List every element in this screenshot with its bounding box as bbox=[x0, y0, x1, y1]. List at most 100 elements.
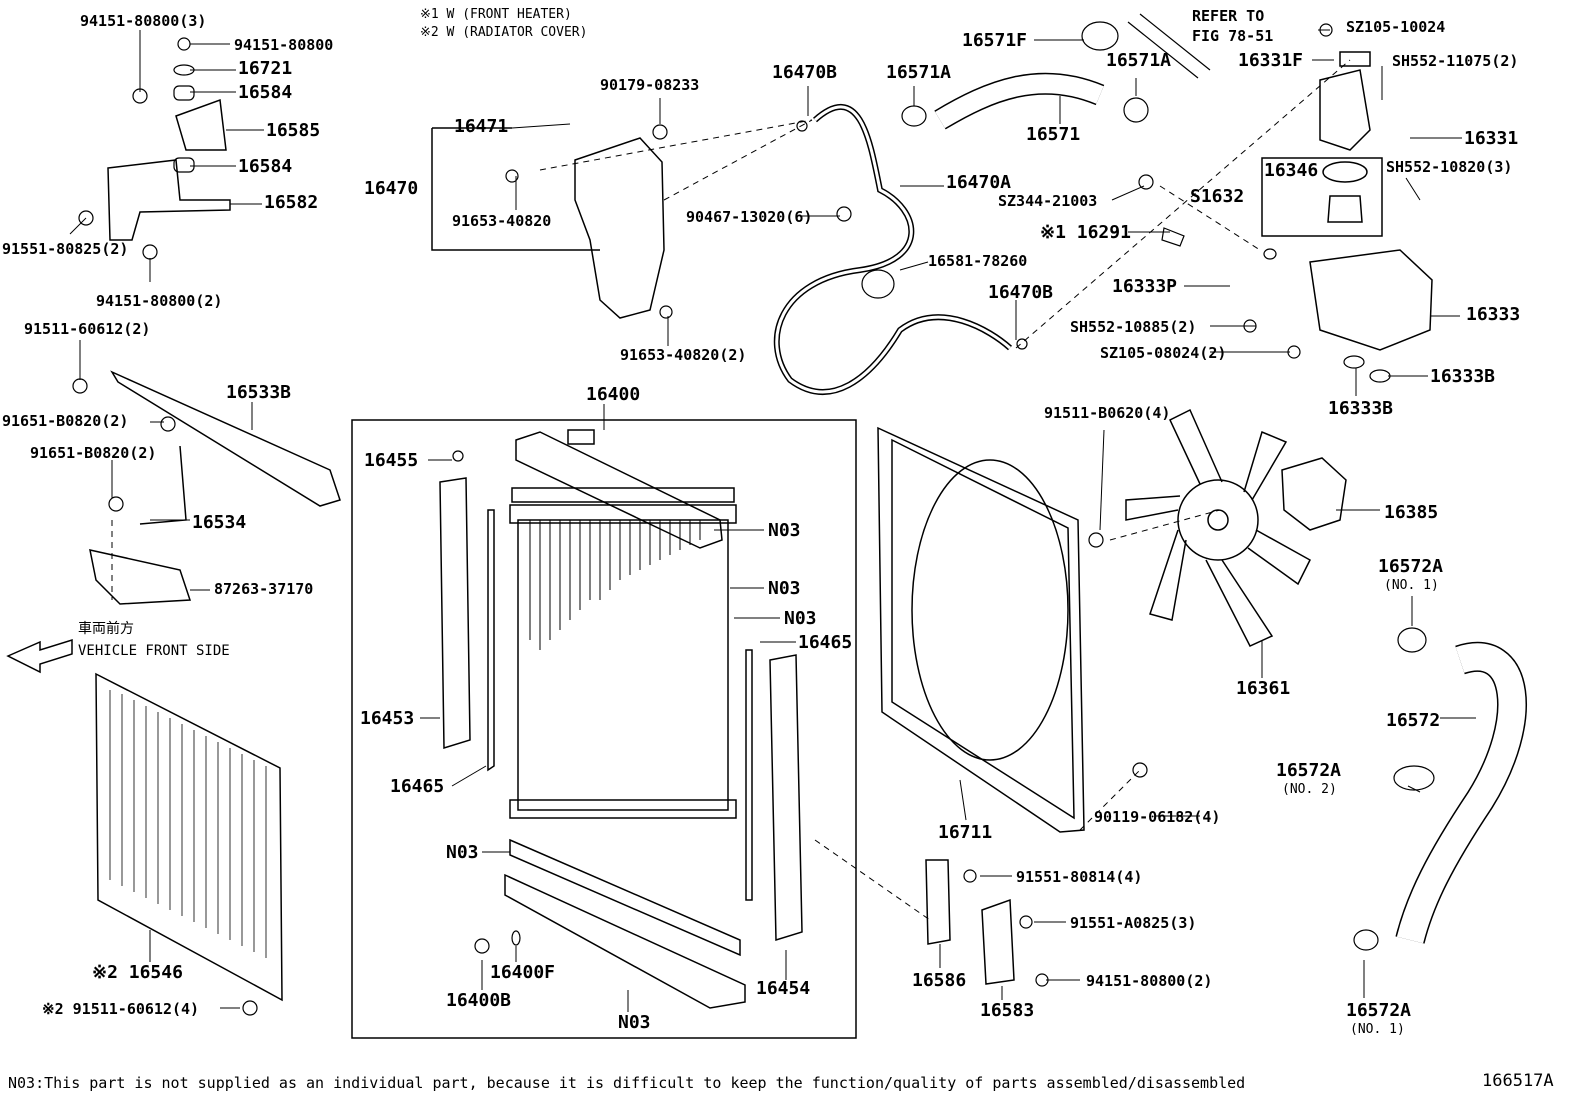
part-label[interactable]: SZ105-08024(2) bbox=[1100, 344, 1227, 362]
note-2: ※2 W (RADIATOR COVER) bbox=[420, 25, 588, 40]
bracket-16583 bbox=[981, 898, 1015, 985]
refer-to-note: REFER TO FIG 78-51 bbox=[1192, 6, 1273, 46]
part-label[interactable]: 16400B bbox=[446, 990, 512, 1011]
part-label[interactable]: 16572A bbox=[1346, 1000, 1412, 1021]
part-label[interactable]: 16333B bbox=[1430, 366, 1496, 387]
part-label[interactable]: 91651-B0820(2) bbox=[2, 412, 129, 430]
part-label[interactable]: 16572 bbox=[1386, 710, 1441, 731]
part-label[interactable]: 91551-A0825(3) bbox=[1070, 914, 1197, 932]
part-label[interactable]: 16454 bbox=[756, 978, 811, 999]
part-label[interactable]: 16585 bbox=[266, 120, 321, 141]
notes-block: ※1 W (FRONT HEATER) ※2 W (RADIATOR COVER… bbox=[420, 6, 587, 42]
part-label[interactable]: 16586 bbox=[912, 970, 967, 991]
radiator-assembly-frame bbox=[351, 419, 857, 1039]
part-label[interactable]: 16470B bbox=[772, 62, 838, 83]
part-label[interactable]: 16470B bbox=[988, 282, 1054, 303]
part-label[interactable]: SZ344-21003 bbox=[998, 192, 1098, 210]
vehicle-front-side-note: 車両前方 VEHICLE FRONT SIDE bbox=[78, 618, 230, 662]
front-side-jp: 車両前方 bbox=[78, 621, 134, 637]
part-label[interactable]: 16331 bbox=[1464, 128, 1519, 149]
bracket-16585 bbox=[175, 98, 227, 151]
radiator-core bbox=[504, 429, 746, 1009]
part-label[interactable]: N03 bbox=[784, 608, 817, 629]
part-label[interactable]: 16583 bbox=[980, 1000, 1035, 1021]
part-label[interactable]: 91653-40820 bbox=[452, 212, 552, 230]
radiator-cover bbox=[95, 672, 283, 1002]
part-label[interactable]: SZ105-10024 bbox=[1346, 18, 1446, 36]
part-label[interactable]: 90467-13020(6) bbox=[686, 208, 813, 226]
part-label[interactable]: 16453 bbox=[360, 708, 415, 729]
part-label[interactable]: 16400 bbox=[586, 384, 641, 405]
side-panel-16454 bbox=[745, 649, 803, 942]
part-label-sub: (NO. 1) bbox=[1384, 578, 1439, 593]
part-label-sub: (NO. 2) bbox=[1282, 782, 1337, 797]
part-label[interactable]: 94151-80800(2) bbox=[1086, 972, 1213, 990]
reservoir-tank bbox=[574, 137, 665, 319]
part-label[interactable]: 16333 bbox=[1466, 304, 1521, 325]
part-label[interactable]: ※2 91511-60612(4) bbox=[42, 1000, 200, 1018]
part-label[interactable]: 16471 bbox=[454, 116, 509, 137]
part-label[interactable]: 87263-37170 bbox=[214, 580, 314, 598]
overflow-hose bbox=[773, 103, 1013, 395]
side-panel-16453 bbox=[439, 477, 495, 772]
part-label[interactable]: 16572A bbox=[1276, 760, 1342, 781]
part-label[interactable]: SH552-10885(2) bbox=[1070, 318, 1197, 336]
part-label[interactable]: 16333B bbox=[1328, 398, 1394, 419]
part-label[interactable]: 16571A bbox=[886, 62, 952, 83]
part-label[interactable]: 90179-08233 bbox=[600, 76, 700, 94]
refer-line-1: REFER TO bbox=[1192, 7, 1265, 25]
part-label[interactable]: 16534 bbox=[192, 512, 247, 533]
part-label[interactable]: N03 bbox=[618, 1012, 651, 1033]
fan-shroud bbox=[877, 426, 1085, 833]
part-label[interactable]: 16584 bbox=[238, 82, 293, 103]
part-label[interactable]: 16571F bbox=[962, 30, 1028, 51]
part-label[interactable]: 16385 bbox=[1384, 502, 1439, 523]
part-label[interactable]: N03 bbox=[446, 842, 479, 863]
part-label[interactable]: SH552-11075(2) bbox=[1392, 52, 1519, 70]
part-label[interactable]: 94151-80800 bbox=[234, 36, 334, 54]
part-label[interactable]: 16470A bbox=[946, 172, 1012, 193]
part-label[interactable]: 16571A bbox=[1106, 50, 1172, 71]
part-label[interactable]: 91551-80825(2) bbox=[2, 240, 129, 258]
bracket-16470 bbox=[431, 127, 600, 251]
part-label[interactable]: 16465 bbox=[390, 776, 445, 797]
water-outlet bbox=[1319, 51, 1371, 151]
s1632-box bbox=[1261, 157, 1383, 237]
vehicle-front-arrow bbox=[6, 638, 73, 674]
part-label[interactable]: 94151-80800(2) bbox=[96, 292, 223, 310]
part-label[interactable]: 16455 bbox=[364, 450, 419, 471]
fan-coupling bbox=[1281, 457, 1347, 531]
part-label[interactable]: S1632 bbox=[1190, 186, 1245, 207]
part-label[interactable]: 94151-80800(3) bbox=[80, 12, 207, 30]
part-label[interactable]: 16346 bbox=[1264, 160, 1319, 181]
part-label[interactable]: 16581-78260 bbox=[928, 252, 1028, 270]
refer-line-2: FIG 78-51 bbox=[1192, 27, 1274, 45]
part-label[interactable]: 91511-60612(2) bbox=[24, 320, 151, 338]
part-label[interactable]: 16572A bbox=[1378, 556, 1444, 577]
water-inlet-housing bbox=[1309, 249, 1433, 351]
part-label[interactable]: 16400F bbox=[490, 962, 556, 983]
part-label[interactable]: ※2 16546 bbox=[92, 962, 183, 983]
part-label[interactable]: 16465 bbox=[798, 632, 853, 653]
part-label[interactable]: 16711 bbox=[938, 822, 993, 843]
part-label[interactable]: SH552-10820(3) bbox=[1386, 158, 1513, 176]
part-label[interactable]: N03 bbox=[768, 520, 801, 541]
part-label[interactable]: 91653-40820(2) bbox=[620, 346, 747, 364]
part-label[interactable]: 16582 bbox=[264, 192, 319, 213]
part-label[interactable]: 90119-06182(4) bbox=[1094, 808, 1221, 826]
part-label[interactable]: ※1 16291 bbox=[1040, 222, 1131, 243]
part-label[interactable]: 91511-B0620(4) bbox=[1044, 404, 1171, 422]
part-label[interactable]: 16584 bbox=[238, 156, 293, 177]
bracket-16582 bbox=[107, 159, 231, 241]
footnote: N03:This part is not supplied as an indi… bbox=[8, 1074, 1246, 1092]
part-label[interactable]: 16533B bbox=[226, 382, 292, 403]
part-label[interactable]: 91551-80814(4) bbox=[1016, 868, 1143, 886]
part-label[interactable]: 16331F bbox=[1238, 50, 1304, 71]
part-label[interactable]: 16361 bbox=[1236, 678, 1291, 699]
part-label[interactable]: 91651-B0820(2) bbox=[30, 444, 157, 462]
part-label[interactable]: 16470 bbox=[364, 178, 419, 199]
part-label[interactable]: N03 bbox=[768, 578, 801, 599]
part-label[interactable]: 16571 bbox=[1026, 124, 1081, 145]
part-label[interactable]: 16721 bbox=[238, 58, 293, 79]
part-label[interactable]: 16333P bbox=[1112, 276, 1178, 297]
